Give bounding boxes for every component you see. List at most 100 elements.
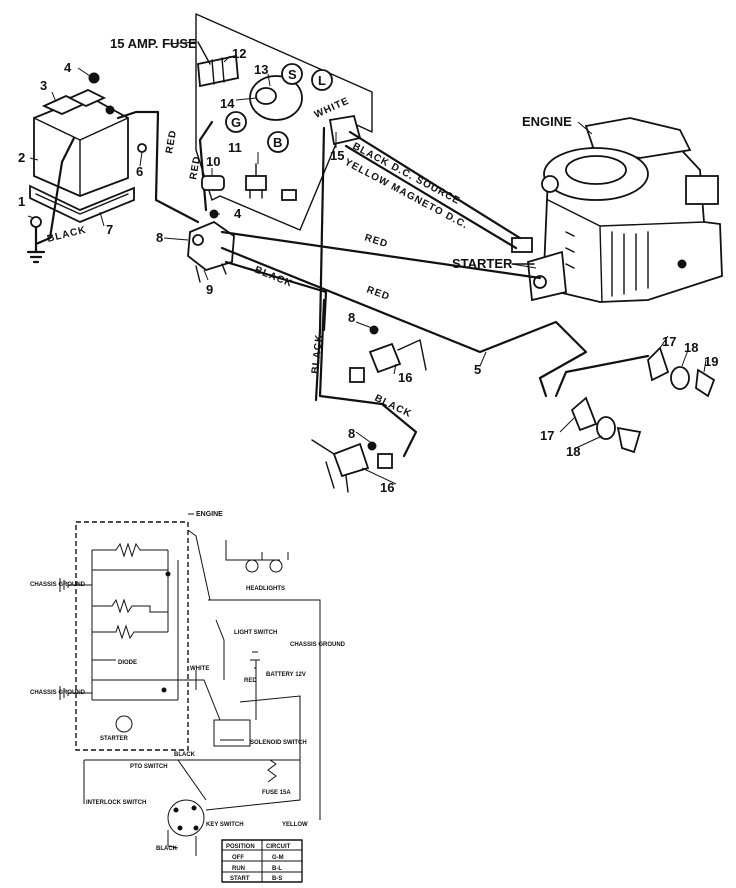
fuse-holder [197, 54, 239, 88]
callout-15: 15 [330, 148, 344, 163]
table-cell: G-M [272, 855, 284, 861]
schematic-solenoid-label: SOLENOID SWITCH [250, 740, 307, 746]
callout-18: 18 [684, 340, 698, 355]
battery [33, 72, 129, 197]
schematic-fuse: FUSE 15A [262, 759, 291, 796]
callout-19: 19 [704, 354, 718, 369]
callout-17: 17 [662, 334, 676, 349]
fuse-label: 15 AMP. FUSE [110, 36, 197, 51]
chassis-ground-label: CHASSIS GROUND [290, 642, 346, 648]
wire-label-red: RED [164, 129, 179, 155]
white-wire [314, 126, 326, 402]
key-switch-table: POSITION CIRCUIT OFF G-M RUN B-L START B… [221, 839, 303, 883]
table-header-position: POSITION [226, 844, 255, 850]
wire-label-red: RED [365, 284, 391, 303]
red-lower-wire [220, 246, 588, 398]
schematic-diode-label: DIODE [118, 660, 137, 666]
headlight-right [647, 346, 716, 398]
schematic-fuse-label: FUSE 15A [262, 790, 291, 796]
schematic-starter-label: STARTER [100, 736, 129, 742]
pto-interlock-switch [349, 325, 427, 383]
headlight-left [570, 396, 642, 454]
callout-4: 4 [64, 60, 72, 75]
schematic-interlock-label: INTERLOCK SWITCH [86, 800, 146, 806]
callout-12: 12 [232, 46, 246, 61]
callout-17: 17 [540, 428, 554, 443]
callout-16: 16 [380, 480, 394, 495]
schematic-solenoid: SOLENOID SWITCH [213, 719, 307, 747]
schematic-headlights: HEADLIGHTS [225, 540, 289, 592]
callout-16: 16 [398, 370, 412, 385]
chassis-ground-label: CHASSIS GROUND [30, 690, 86, 696]
schematic-key-switch-label: KEY SWITCH [206, 822, 244, 828]
chassis-ground-label: CHASSIS GROUND [30, 582, 86, 588]
callout-8: 8 [348, 310, 355, 325]
callout-6: 6 [136, 164, 143, 179]
schematic-coils: DIODE STARTER [91, 542, 179, 742]
callout-4: 4 [234, 206, 242, 221]
schematic-wire-yellow: YELLOW [282, 822, 308, 828]
schematic-battery-label: BATTERY 12V [266, 672, 306, 678]
switch-terminal-g: G [231, 115, 241, 130]
schematic-light-switch-label: LIGHT SWITCH [234, 630, 277, 636]
clutch-interlock-switch [311, 439, 393, 493]
table-cell: B-S [272, 876, 282, 882]
table-cell: B-L [272, 866, 282, 872]
schematic-wire-red: RED [244, 678, 257, 684]
callout-8: 8 [348, 426, 355, 441]
battery-tray [29, 184, 135, 223]
ground-bolt [26, 216, 46, 264]
engine-label: ENGINE [522, 114, 572, 129]
callout-10: 10 [206, 154, 220, 169]
callout-5: 5 [474, 362, 481, 377]
wire-label-black: BLACK [373, 393, 414, 420]
engine [541, 117, 723, 303]
black-solenoid-wire [224, 260, 328, 332]
schematic-headlights-label: HEADLIGHTS [246, 586, 285, 592]
schematic-wire-white: WHITE [190, 666, 209, 672]
starter-label: STARTER [452, 256, 513, 271]
schematic-wire-black: BLACK [156, 846, 178, 852]
solenoid [187, 209, 235, 283]
switch-terminal-l: L [318, 73, 326, 88]
schematic-battery: BATTERY 12V [250, 651, 306, 720]
callout-13: 13 [254, 62, 268, 77]
battery-bolt [137, 143, 147, 153]
callout-2: 2 [18, 150, 25, 165]
schematic-engine-label: ENGINE [196, 511, 223, 518]
schematic-pto-switch: PTO SWITCH [83, 759, 286, 804]
table-cell: OFF [232, 855, 244, 861]
leader-lines [27, 41, 707, 485]
callout-1: 1 [18, 194, 25, 209]
table-cell: START [230, 876, 250, 882]
switch-terminal-s: S [288, 67, 297, 82]
black-ground-wire [34, 136, 76, 246]
red-starter-wire [220, 230, 542, 280]
seat-switch [245, 163, 297, 201]
wire-label-red: RED [188, 155, 203, 181]
schematic-wires: WHITE RED BLACK BLACK YELLOW [156, 529, 308, 856]
red-battery-wire [116, 110, 200, 224]
switch-terminal-b: B [273, 135, 282, 150]
light-switch [201, 175, 225, 191]
black-light-wire [554, 354, 650, 398]
table-cell: RUN [232, 866, 245, 872]
ignition-switch [225, 63, 333, 153]
schematic-chassis-ground: CHASSIS GROUND CHASSIS GROUND [30, 578, 92, 700]
engine-connector [511, 237, 533, 253]
wire-label-red: RED [363, 232, 389, 250]
schematic-engine-box [75, 521, 189, 751]
wire-label-black: BLACK [310, 333, 325, 374]
schematic-pto-switch-label: PTO SWITCH [130, 764, 168, 770]
dc-source-wire [348, 130, 522, 240]
callout-8: 8 [156, 230, 163, 245]
starter-motor [527, 250, 567, 302]
schematic-wire-black: BLACK [174, 752, 196, 758]
callout-14: 14 [220, 96, 235, 111]
callout-11: 11 [228, 140, 242, 155]
callout-18: 18 [566, 444, 580, 459]
magneto-wire [344, 144, 518, 250]
schematic-light-switch: LIGHT SWITCH CHASSIS GROUND [208, 599, 346, 820]
callout-7: 7 [106, 222, 113, 237]
callout-9: 9 [206, 282, 213, 297]
